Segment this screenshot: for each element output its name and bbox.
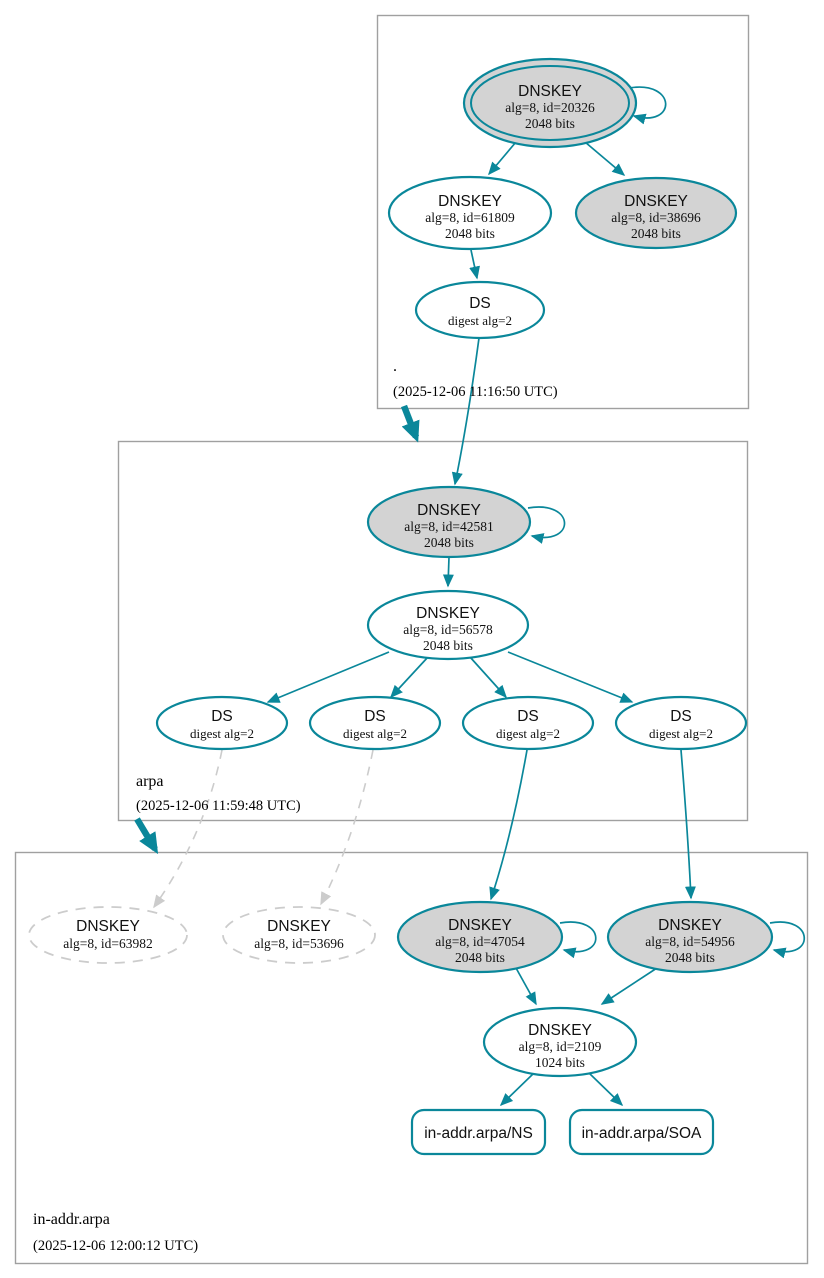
dnskey-node-20326[interactable]: DNSKEY alg=8, id=20326 2048 bits xyxy=(462,57,638,149)
dnskey-node-47054[interactable]: DNSKEY alg=8, id=47054 2048 bits xyxy=(396,900,564,974)
delegation-arrow-arpa-in-addr xyxy=(134,817,159,855)
dnskey-node-42581[interactable]: DNSKEY alg=8, id=42581 2048 bits xyxy=(366,485,532,559)
node-label: DNSKEY xyxy=(624,193,688,210)
dnskey-node-61809[interactable]: DNSKEY alg=8, id=61809 2048 bits xyxy=(387,175,553,251)
node-detail: digest alg=2 xyxy=(649,726,713,741)
node-detail: 2048 bits xyxy=(665,950,715,965)
rrsig-edge-47054-2109 xyxy=(515,967,537,1006)
ds-node-arpa-3[interactable]: DS digest alg=2 xyxy=(461,695,595,751)
ds-node-arpa-2[interactable]: DS digest alg=2 xyxy=(308,695,442,751)
ds-edge-arpa-to-dnskey-47054 xyxy=(489,749,528,901)
node-detail: alg=8, id=2109 xyxy=(519,1039,602,1054)
node-detail: alg=8, id=53696 xyxy=(254,936,344,951)
ds-edge-insecure-to-dnskey-63982 xyxy=(153,749,223,909)
node-detail: 2048 bits xyxy=(424,535,474,550)
node-label: DS xyxy=(469,295,491,312)
node-detail: digest alg=2 xyxy=(448,313,512,328)
dnskey-node-56578[interactable]: DNSKEY alg=8, id=56578 2048 bits xyxy=(366,589,530,661)
zone-timestamp-arpa: (2025-12-06 11:59:48 UTC) xyxy=(136,798,301,814)
rrsig-edge-20326-38696 xyxy=(584,141,626,176)
ds-edge-root-to-arpa-dnskey xyxy=(451,337,480,486)
node-detail: alg=8, id=47054 xyxy=(435,934,525,949)
zone-box-in-addr-arpa xyxy=(14,851,809,1265)
rrsig-self-loop-47054 xyxy=(559,921,597,959)
zone-box-arpa xyxy=(117,440,749,822)
dnskey-node-2109[interactable]: DNSKEY alg=8, id=2109 1024 bits xyxy=(482,1006,638,1078)
node-label: DNSKEY xyxy=(658,917,722,934)
node-detail: 2048 bits xyxy=(423,638,473,653)
rrsig-edge-42581-56578 xyxy=(442,556,454,588)
ds-node-arpa-1[interactable]: DS digest alg=2 xyxy=(155,695,289,751)
zone-timestamp-root: (2025-12-06 11:16:50 UTC) xyxy=(393,384,558,400)
zone-label-root: . xyxy=(393,358,397,375)
rrset-label: in-addr.arpa/SOA xyxy=(582,1125,702,1142)
dnskey-node-54956[interactable]: DNSKEY alg=8, id=54956 2048 bits xyxy=(606,900,774,974)
node-detail: alg=8, id=20326 xyxy=(505,100,595,115)
digest-edge-56578-ds4 xyxy=(507,651,634,703)
digest-edge-56578-ds2 xyxy=(389,656,429,699)
node-detail: 2048 bits xyxy=(445,226,495,241)
ds-edge-insecure-to-dnskey-53696 xyxy=(320,749,374,906)
node-detail: alg=8, id=63982 xyxy=(63,936,152,951)
rrsig-edge-20326-61809 xyxy=(488,141,517,176)
node-label: DNSKEY xyxy=(448,917,512,934)
node-label: DS xyxy=(670,708,692,725)
dnskey-node-63982-insecure[interactable]: DNSKEY alg=8, id=63982 xyxy=(28,906,188,964)
rrsig-self-loop-42581 xyxy=(527,506,566,544)
rrset-node-in-addr-arpa-soa[interactable]: in-addr.arpa/SOA xyxy=(568,1108,715,1156)
node-detail: 2048 bits xyxy=(525,116,575,131)
digest-edge-56578-ds3 xyxy=(469,656,508,699)
rrset-label: in-addr.arpa/NS xyxy=(424,1125,533,1142)
node-label: DNSKEY xyxy=(76,918,140,935)
node-label: DNSKEY xyxy=(416,605,480,622)
dnskey-node-53696-insecure[interactable]: DNSKEY alg=8, id=53696 xyxy=(222,906,376,964)
node-detail: alg=8, id=56578 xyxy=(403,622,493,637)
dnskey-node-38696[interactable]: DNSKEY alg=8, id=38696 2048 bits xyxy=(574,176,738,250)
digest-edge-56578-ds1 xyxy=(266,651,390,703)
node-detail: 1024 bits xyxy=(535,1055,585,1070)
rrsig-edge-2109-ns xyxy=(499,1072,535,1107)
rrsig-edge-54956-2109 xyxy=(600,967,658,1005)
node-label: DNSKEY xyxy=(417,502,481,519)
delegation-arrow-root-arpa xyxy=(400,404,420,443)
zone-box-root xyxy=(376,14,750,410)
node-detail: alg=8, id=38696 xyxy=(611,210,701,225)
rrsig-self-loop-20326 xyxy=(628,86,667,125)
node-label: DS xyxy=(364,708,386,725)
node-label: DNSKEY xyxy=(518,83,582,100)
ds-edge-arpa-to-dnskey-54956 xyxy=(680,749,696,900)
node-detail: digest alg=2 xyxy=(343,726,407,741)
node-detail: 2048 bits xyxy=(455,950,505,965)
node-label: DS xyxy=(211,708,233,725)
rrsig-edge-2109-soa xyxy=(588,1072,624,1107)
node-label: DS xyxy=(517,708,539,725)
node-detail: digest alg=2 xyxy=(496,726,560,741)
rrsig-self-loop-54956 xyxy=(769,921,806,959)
node-detail: alg=8, id=61809 xyxy=(425,210,515,225)
node-detail: alg=8, id=54956 xyxy=(645,934,735,949)
node-label: DNSKEY xyxy=(438,193,502,210)
node-detail: digest alg=2 xyxy=(190,726,254,741)
zone-label-arpa: arpa xyxy=(136,773,164,790)
digest-edge-61809-ds xyxy=(469,249,480,280)
node-detail: alg=8, id=42581 xyxy=(404,519,493,534)
rrset-node-in-addr-arpa-ns[interactable]: in-addr.arpa/NS xyxy=(410,1108,547,1156)
node-label: DNSKEY xyxy=(528,1022,592,1039)
node-label: DNSKEY xyxy=(267,918,331,935)
zone-timestamp-in-addr-arpa: (2025-12-06 12:00:12 UTC) xyxy=(33,1238,198,1254)
zone-label-in-addr-arpa: in-addr.arpa xyxy=(33,1211,110,1228)
node-detail: 2048 bits xyxy=(631,226,681,241)
ds-node-root[interactable]: DS digest alg=2 xyxy=(414,280,546,340)
ds-node-arpa-4[interactable]: DS digest alg=2 xyxy=(614,695,748,751)
